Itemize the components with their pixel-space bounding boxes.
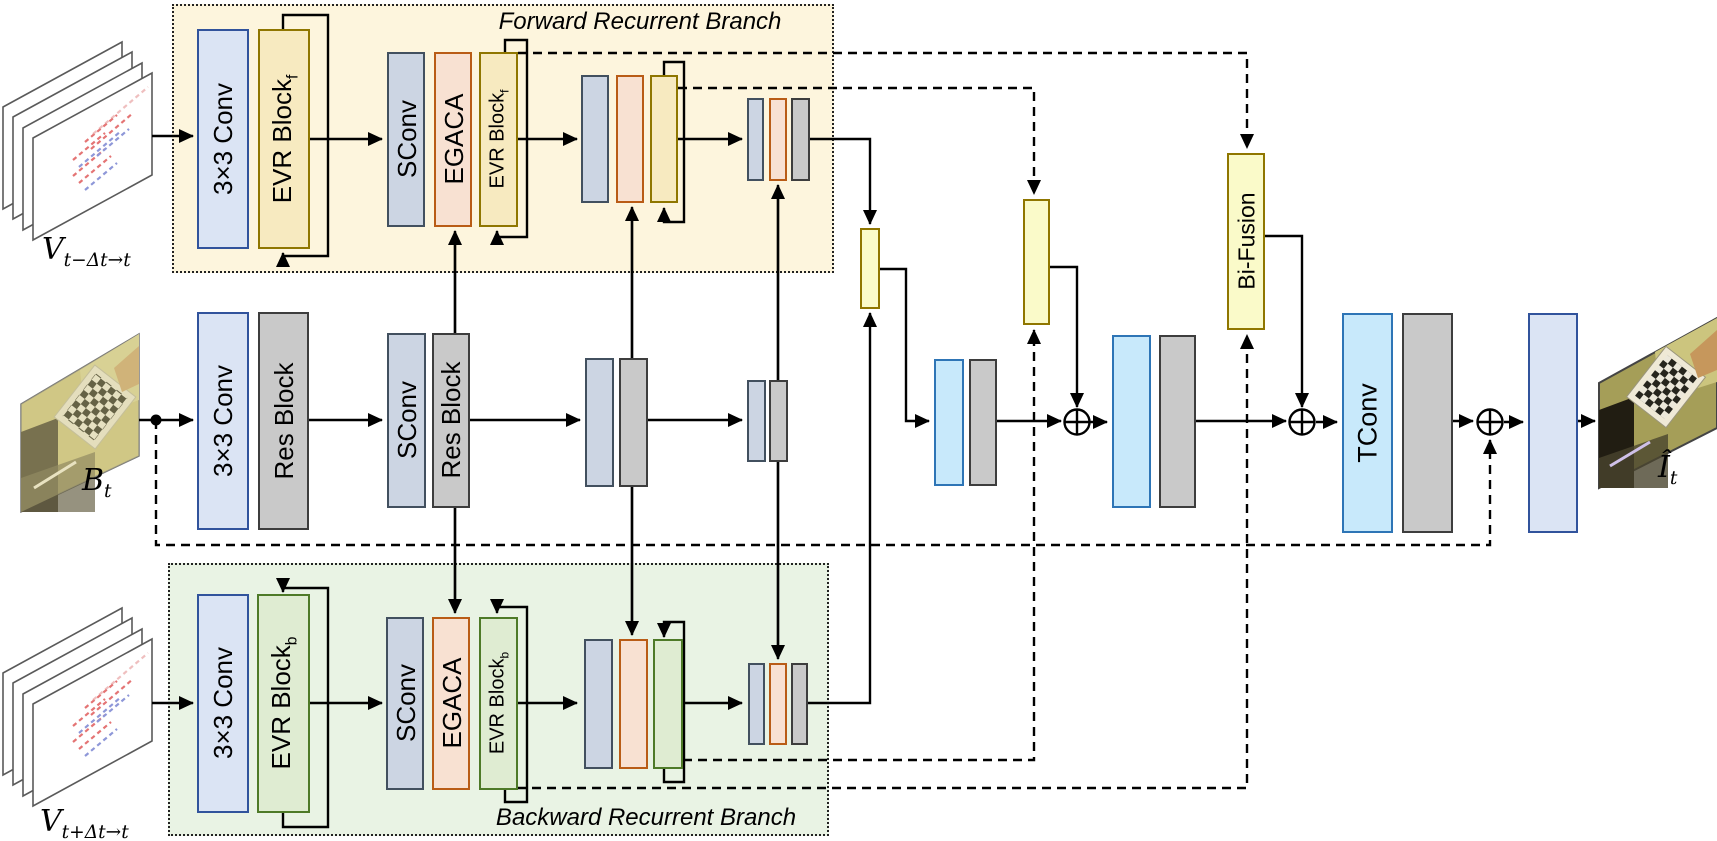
forward-evr-block-2 [479, 52, 518, 227]
image-conv3x3-label: 3×3 Conv [208, 364, 238, 478]
add-operator-1 [1063, 408, 1091, 436]
backward-events-label: Vt+Δt→t [40, 804, 129, 841]
forward-feature-block [581, 75, 609, 203]
backward-output-tiny-block [791, 663, 808, 745]
image-res2-label: Res Block [436, 361, 466, 479]
forward-evr2-label: EVR Blockf [486, 89, 512, 189]
backward-egaca-small-block [619, 639, 648, 769]
forward-egaca-label: EGACA [439, 93, 469, 185]
forward-evr-block-1 [258, 29, 310, 249]
forward-feature-block-small [747, 98, 764, 181]
image-res-block-1 [258, 312, 309, 530]
blurry-frame-label: Bt [82, 463, 112, 502]
forward-sconv-label: SConv [392, 99, 422, 179]
backward-branch-title: Backward Recurrent Branch [495, 804, 797, 831]
backward-conv3x3-block [197, 594, 249, 813]
forward-branch-title: Forward Recurrent Branch [498, 8, 782, 35]
fusion-block-1 [860, 228, 880, 309]
tconv-label: TConv [1352, 383, 1383, 463]
forward-event-marks [72, 86, 149, 191]
forward-evr-small-block [650, 75, 678, 203]
backward-sconv-block [386, 617, 424, 790]
backward-egaca-block [432, 617, 470, 790]
backward-evr-small-block [653, 639, 683, 769]
image-sconv-label: SConv [392, 380, 422, 460]
backward-event-stack [2, 606, 153, 808]
backward-feature-block-small [748, 663, 765, 745]
image-feature-block-4 [769, 380, 788, 462]
image-feature-block-1 [585, 358, 614, 487]
forward-egaca-tiny-block [769, 98, 787, 181]
decoder-block-2b [1159, 335, 1196, 508]
bi-fusion-label: Bi-Fusion [1233, 192, 1260, 290]
backward-egaca-tiny-block [769, 663, 787, 745]
backward-evr2-label: EVR Blockb [486, 651, 512, 755]
backward-conv3x3-label: 3×3 Conv [208, 646, 238, 760]
forward-output-tiny-block [791, 98, 810, 181]
bi-fusion-block [1227, 153, 1265, 330]
backward-feature-block [584, 639, 613, 769]
add-operator-2 [1288, 408, 1316, 436]
add-operator-3 [1476, 408, 1504, 436]
decoder-block-2a [1112, 335, 1151, 508]
backward-event-marks [72, 652, 149, 757]
image-feature-block-3 [747, 380, 766, 462]
backward-evr-block-2 [479, 617, 518, 790]
backward-evr-block-1 [257, 594, 310, 813]
backward-evr1-label: EVR Blockb [266, 636, 301, 770]
image-conv3x3-block [197, 312, 249, 530]
tconv-block [1342, 313, 1393, 533]
forward-conv3x3-block [197, 29, 249, 249]
decoder-gray-block [1402, 313, 1453, 533]
forward-egaca-block [434, 52, 472, 227]
image-res1-label: Res Block [269, 362, 299, 480]
image-sconv-block [387, 333, 426, 508]
dashed-wires [154, 51, 1497, 790]
decoder-block-1a [934, 359, 964, 486]
forward-conv3x3-label: 3×3 Conv [208, 82, 238, 196]
final-conv-block [1528, 313, 1578, 533]
restored-frame-label: Ît [1658, 450, 1678, 489]
blurry-input-image [20, 332, 140, 514]
forward-events-label: Vt−Δt→t [42, 232, 131, 271]
image-res-block-2 [432, 333, 470, 508]
fusion-block-2 [1023, 199, 1050, 325]
restored-output-image [1598, 316, 1717, 490]
backward-sconv-label: SConv [391, 663, 421, 743]
forward-evr1-label: EVR Blockf [267, 74, 302, 204]
decoder-block-1b [969, 359, 997, 486]
image-feature-block-2 [619, 358, 648, 487]
junction-dot [150, 414, 162, 426]
forward-sconv-block [387, 52, 425, 227]
backward-egaca-label: EGACA [437, 657, 467, 749]
forward-egaca-small-block [616, 75, 644, 203]
forward-event-stack [2, 40, 153, 242]
